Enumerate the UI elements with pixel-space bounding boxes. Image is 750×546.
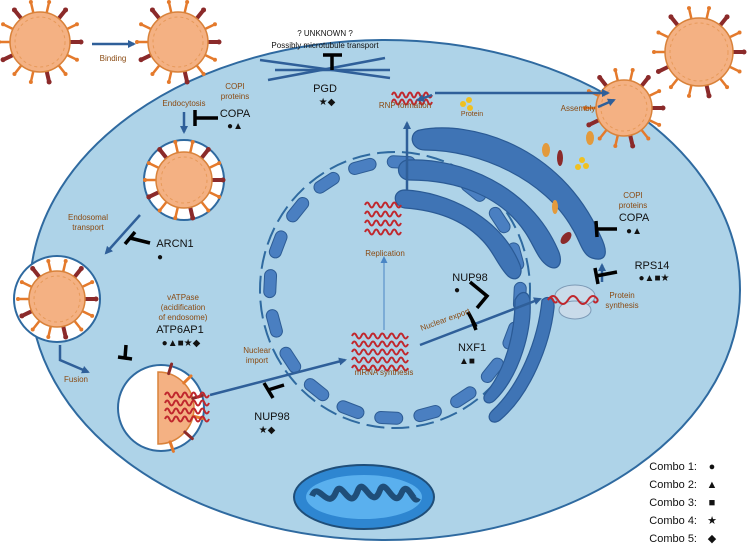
legend-entry-symbol: ■ xyxy=(709,497,716,509)
nup98-bottom-label: NUP98 xyxy=(254,411,289,423)
endosomal-transport-label: Endosomal xyxy=(68,213,108,222)
mrna-strand xyxy=(351,348,409,356)
replication-label: Replication xyxy=(365,249,405,258)
mrna-synthesis-label: mRNA synthesis xyxy=(355,368,414,377)
atp6ap1-label: ATP6AP1 xyxy=(156,324,204,336)
nuclear-envelope-segment xyxy=(480,357,504,384)
rps14-label: RPS14 xyxy=(635,260,670,272)
vatpase-label: (acidification xyxy=(161,303,205,312)
copi-right-label: proteins xyxy=(619,201,647,210)
rnp-rna xyxy=(391,91,433,99)
copi-left-label: COPI xyxy=(225,82,245,91)
nuclear-envelope-segment xyxy=(286,196,310,223)
mrna-strand xyxy=(351,356,409,364)
nuclear-envelope-segment xyxy=(374,410,404,425)
virion-endocytosis xyxy=(143,139,226,221)
copi-left-label: proteins xyxy=(221,92,249,101)
replication-rna xyxy=(364,219,402,227)
pgd-symbols: ★◆ xyxy=(319,97,336,108)
nup98-top-label: NUP98 xyxy=(452,272,487,284)
mrna-strand xyxy=(351,332,409,340)
vatpase-label: of endosome) xyxy=(159,313,208,322)
assembly-label: Assembly xyxy=(561,104,596,113)
atp6ap1-symbols: ●▲■★◆ xyxy=(162,338,201,349)
arcn1-label: ARCN1 xyxy=(156,238,193,250)
ribosome xyxy=(547,284,599,320)
virion-binding xyxy=(135,0,222,85)
rnp-formation-label: RNP formation xyxy=(379,101,431,110)
microtubule-label: Possibly microtubule transport xyxy=(271,41,379,50)
legend-entry-label: Combo 3: xyxy=(649,497,697,509)
vatpase-label: vATPase xyxy=(167,293,199,302)
replication-rna xyxy=(364,201,402,209)
nuclear-envelope-segment xyxy=(488,206,511,234)
legend-entry-symbol: ★ xyxy=(707,515,717,527)
legend-entry-symbol: ◆ xyxy=(708,533,717,545)
pgd-label: PGD xyxy=(313,83,337,95)
arcn1-symbols: ● xyxy=(157,252,163,263)
endosomal-transport-label: transport xyxy=(72,223,104,232)
virion-endosome xyxy=(16,258,99,340)
virion-binding-outside xyxy=(0,0,84,85)
nup98-top-symbols: ● xyxy=(454,285,460,296)
er-stacks xyxy=(394,127,606,423)
legend-entry-label: Combo 1: xyxy=(649,461,697,473)
nuclear-import-label: import xyxy=(246,356,269,365)
replication-rna xyxy=(364,210,402,218)
copa-right-symbols: ●▲ xyxy=(626,226,642,237)
copi-right-label: COPI xyxy=(623,191,643,200)
nuclear-envelope-segment xyxy=(263,269,278,299)
released-rna xyxy=(164,391,210,399)
fusion-label: Fusion xyxy=(64,375,88,384)
copa-left-label: COPA xyxy=(220,108,251,120)
nup98-bottom-symbols: ★◆ xyxy=(259,425,276,436)
released-rna xyxy=(164,415,210,423)
pathway-arrows xyxy=(58,40,616,397)
binding-label: Binding xyxy=(100,54,127,63)
replication-rna xyxy=(364,228,402,236)
mrna-strand xyxy=(351,340,409,348)
rps14-symbols: ●▲■★ xyxy=(639,273,670,284)
protein-synthesis-label: synthesis xyxy=(605,301,638,310)
inhibitor-bars xyxy=(117,53,618,399)
nxf1-symbols: ▲■ xyxy=(459,356,475,367)
legend-entry-label: Combo 2: xyxy=(649,479,697,491)
released-rna xyxy=(164,399,210,407)
nuclear-envelope-segment xyxy=(450,386,477,409)
mrna-strand xyxy=(351,364,409,372)
protein-label: Protein xyxy=(461,111,483,118)
nuclear-envelope-segment xyxy=(265,309,283,338)
legend-entry-symbol: ● xyxy=(709,461,716,473)
protein-synthesis-label: Protein xyxy=(609,291,634,300)
nuclear-envelope-segment xyxy=(268,230,288,259)
protein-particles xyxy=(460,97,594,244)
virion-released xyxy=(652,6,747,99)
released-rna xyxy=(164,407,210,415)
copa-right-label: COPA xyxy=(619,212,650,224)
nuclear-envelope-segment xyxy=(313,171,340,194)
endocytosis-label: Endocytosis xyxy=(162,99,205,108)
virion-assembly xyxy=(583,67,666,149)
legend-entry-symbol: ▲ xyxy=(707,479,718,491)
nxf1-label: NXF1 xyxy=(458,342,486,354)
mitochondrion xyxy=(293,464,435,530)
legend-entry-label: Combo 4: xyxy=(649,515,697,527)
nuclear-import-label: Nuclear xyxy=(243,346,271,355)
nuclear-envelope-segment xyxy=(413,404,442,423)
unknown-label: ? UNKNOWN ? xyxy=(297,29,353,38)
nuclear-envelope-segment xyxy=(303,378,330,402)
nuclear-envelope-segment xyxy=(348,157,377,176)
nuclear-envelope-segment xyxy=(336,400,365,419)
copa-left-symbols: ●▲ xyxy=(227,121,243,132)
rnp-rna xyxy=(391,98,433,106)
legend-entry-label: Combo 5: xyxy=(649,533,697,545)
